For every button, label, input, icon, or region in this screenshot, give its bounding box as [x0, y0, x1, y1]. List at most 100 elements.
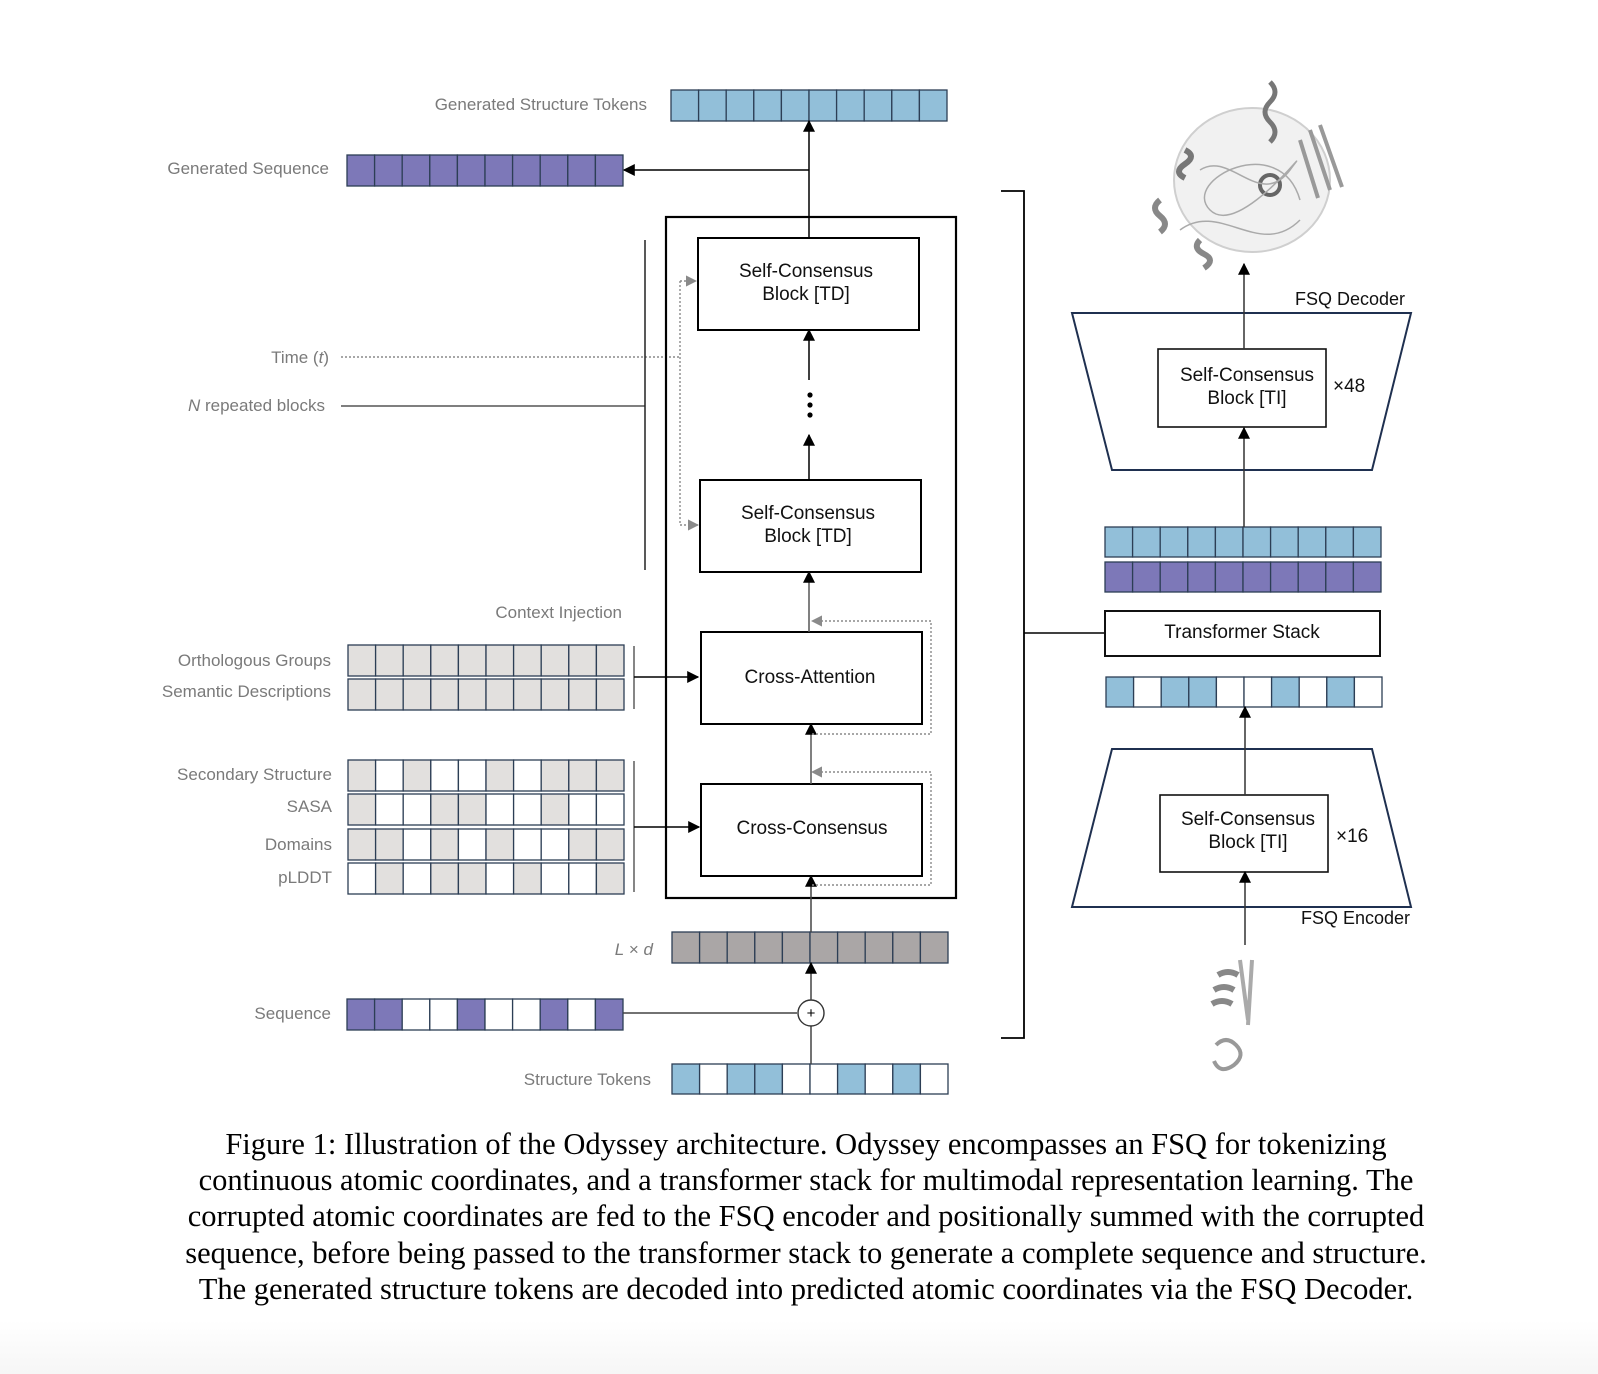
token-cell: [457, 644, 487, 677]
token-cell: [567, 998, 597, 1031]
cross-consensus-block: Cross-Consensus: [700, 783, 923, 877]
token-cell: [347, 793, 377, 826]
token-cell: [891, 89, 921, 122]
token-cell: [485, 644, 515, 677]
token-cell: [1269, 526, 1299, 558]
token-cell: [1105, 676, 1135, 708]
self-consensus-block-td-top: Self-Consensus Block [TD]: [697, 237, 920, 331]
token-cell: [430, 793, 460, 826]
token-cell: [511, 154, 541, 187]
token-cell: [540, 793, 570, 826]
token-cell: [671, 1063, 701, 1095]
token-cell: [540, 828, 570, 861]
token-cell: [808, 89, 838, 122]
token-cell: [485, 678, 515, 711]
token-cell: [594, 998, 624, 1031]
token-row-fsq-input-tokens: [1105, 676, 1383, 708]
label-orthologous-groups: Orthologous Groups: [178, 651, 331, 670]
token-cell: [1104, 526, 1134, 558]
svg-text:Block [TI]: Block [TI]: [1207, 388, 1286, 409]
token-cell: [1214, 561, 1244, 593]
token-cell: [430, 759, 460, 792]
token-cell: [540, 644, 570, 677]
token-cell: [373, 154, 403, 187]
token-row-secondary-structure: [347, 759, 625, 792]
odyssey-architecture-diagram: Generated Structure Tokens Generated Seq…: [162, 80, 1413, 1095]
token-row-structure-tokens: [671, 1063, 949, 1095]
token-cell: [595, 828, 625, 861]
token-cell: [1298, 676, 1328, 708]
svg-text:Block [TI]: Block [TI]: [1208, 832, 1287, 853]
token-cell: [539, 154, 569, 187]
token-cell: [1270, 676, 1300, 708]
token-cell: [347, 644, 377, 677]
token-cell: [402, 793, 432, 826]
transformer-stack-block: Transformer Stack: [1104, 610, 1381, 657]
svg-text:Self-Consensus: Self-Consensus: [739, 261, 873, 282]
token-cell: [1187, 526, 1217, 558]
token-row-generated-sequence: [346, 154, 624, 187]
token-cell: [753, 89, 783, 122]
token-cell: [1104, 561, 1134, 593]
token-cell: [595, 862, 625, 895]
token-cell: [863, 89, 893, 122]
label-sasa: SASA: [287, 797, 333, 816]
token-cell: [568, 862, 598, 895]
token-cell: [346, 998, 376, 1031]
token-cell: [568, 678, 598, 711]
token-cell: [485, 759, 515, 792]
token-cell: [1131, 526, 1161, 558]
token-cell: [1187, 561, 1217, 593]
figure-caption: Figure 1: Illustration of the Odyssey ar…: [146, 1126, 1466, 1307]
token-cell: [568, 644, 598, 677]
token-cell: [484, 154, 514, 187]
sum-node: +: [797, 999, 825, 1027]
token-row-fsq-output-structure: [1104, 526, 1382, 558]
token-cell: [1159, 526, 1189, 558]
token-cell: [781, 931, 811, 964]
token-cell: [595, 759, 625, 792]
token-cell: [1160, 676, 1190, 708]
token-cell: [347, 862, 377, 895]
caption-line: corrupted atomic coordinates are fed to …: [187, 1199, 1425, 1234]
token-cell: [373, 998, 403, 1031]
token-cell: [374, 678, 404, 711]
token-cell: [1242, 526, 1272, 558]
token-cell: [347, 828, 377, 861]
token-cell: [457, 828, 487, 861]
fsq-decoder-trapezoid: [1070, 312, 1413, 471]
token-cell: [374, 644, 404, 677]
svg-text:Block [TD]: Block [TD]: [762, 284, 850, 305]
token-cell: [568, 759, 598, 792]
token-cell: [836, 1063, 866, 1095]
token-cell: [484, 998, 514, 1031]
label-n-repeated-blocks: N repeated blocks: [188, 396, 325, 415]
token-cell: [512, 644, 542, 677]
token-cell: [512, 678, 542, 711]
caption-line: Figure 1: Illustration of the Odyssey ar…: [225, 1127, 1387, 1161]
generated-protein-structure-icon: [1152, 80, 1344, 271]
token-cell: [918, 89, 948, 122]
token-cell: [1269, 561, 1299, 593]
token-cell: [1352, 526, 1382, 558]
token-cell: [429, 154, 459, 187]
token-cell: [919, 931, 949, 964]
label-context-injection: Context Injection: [495, 603, 622, 622]
svg-text:Transformer Stack: Transformer Stack: [1164, 622, 1320, 643]
token-cell: [892, 1063, 922, 1095]
token-cell: [456, 998, 486, 1031]
token-cell: [1131, 561, 1161, 593]
svg-text:Self-Consensus: Self-Consensus: [1181, 809, 1315, 830]
token-cell: [430, 862, 460, 895]
token-cell: [1132, 676, 1162, 708]
token-cell: [485, 793, 515, 826]
token-cell: [892, 931, 922, 964]
fsq-decoder-repeat: ×48: [1333, 376, 1365, 397]
token-cell: [1214, 526, 1244, 558]
label-structure-tokens: Structure Tokens: [524, 1070, 651, 1089]
token-cell: [567, 154, 597, 187]
token-row-semantic-descriptions: [347, 678, 625, 711]
token-cell: [374, 828, 404, 861]
token-cell: [540, 678, 570, 711]
token-cell: [1325, 561, 1355, 593]
